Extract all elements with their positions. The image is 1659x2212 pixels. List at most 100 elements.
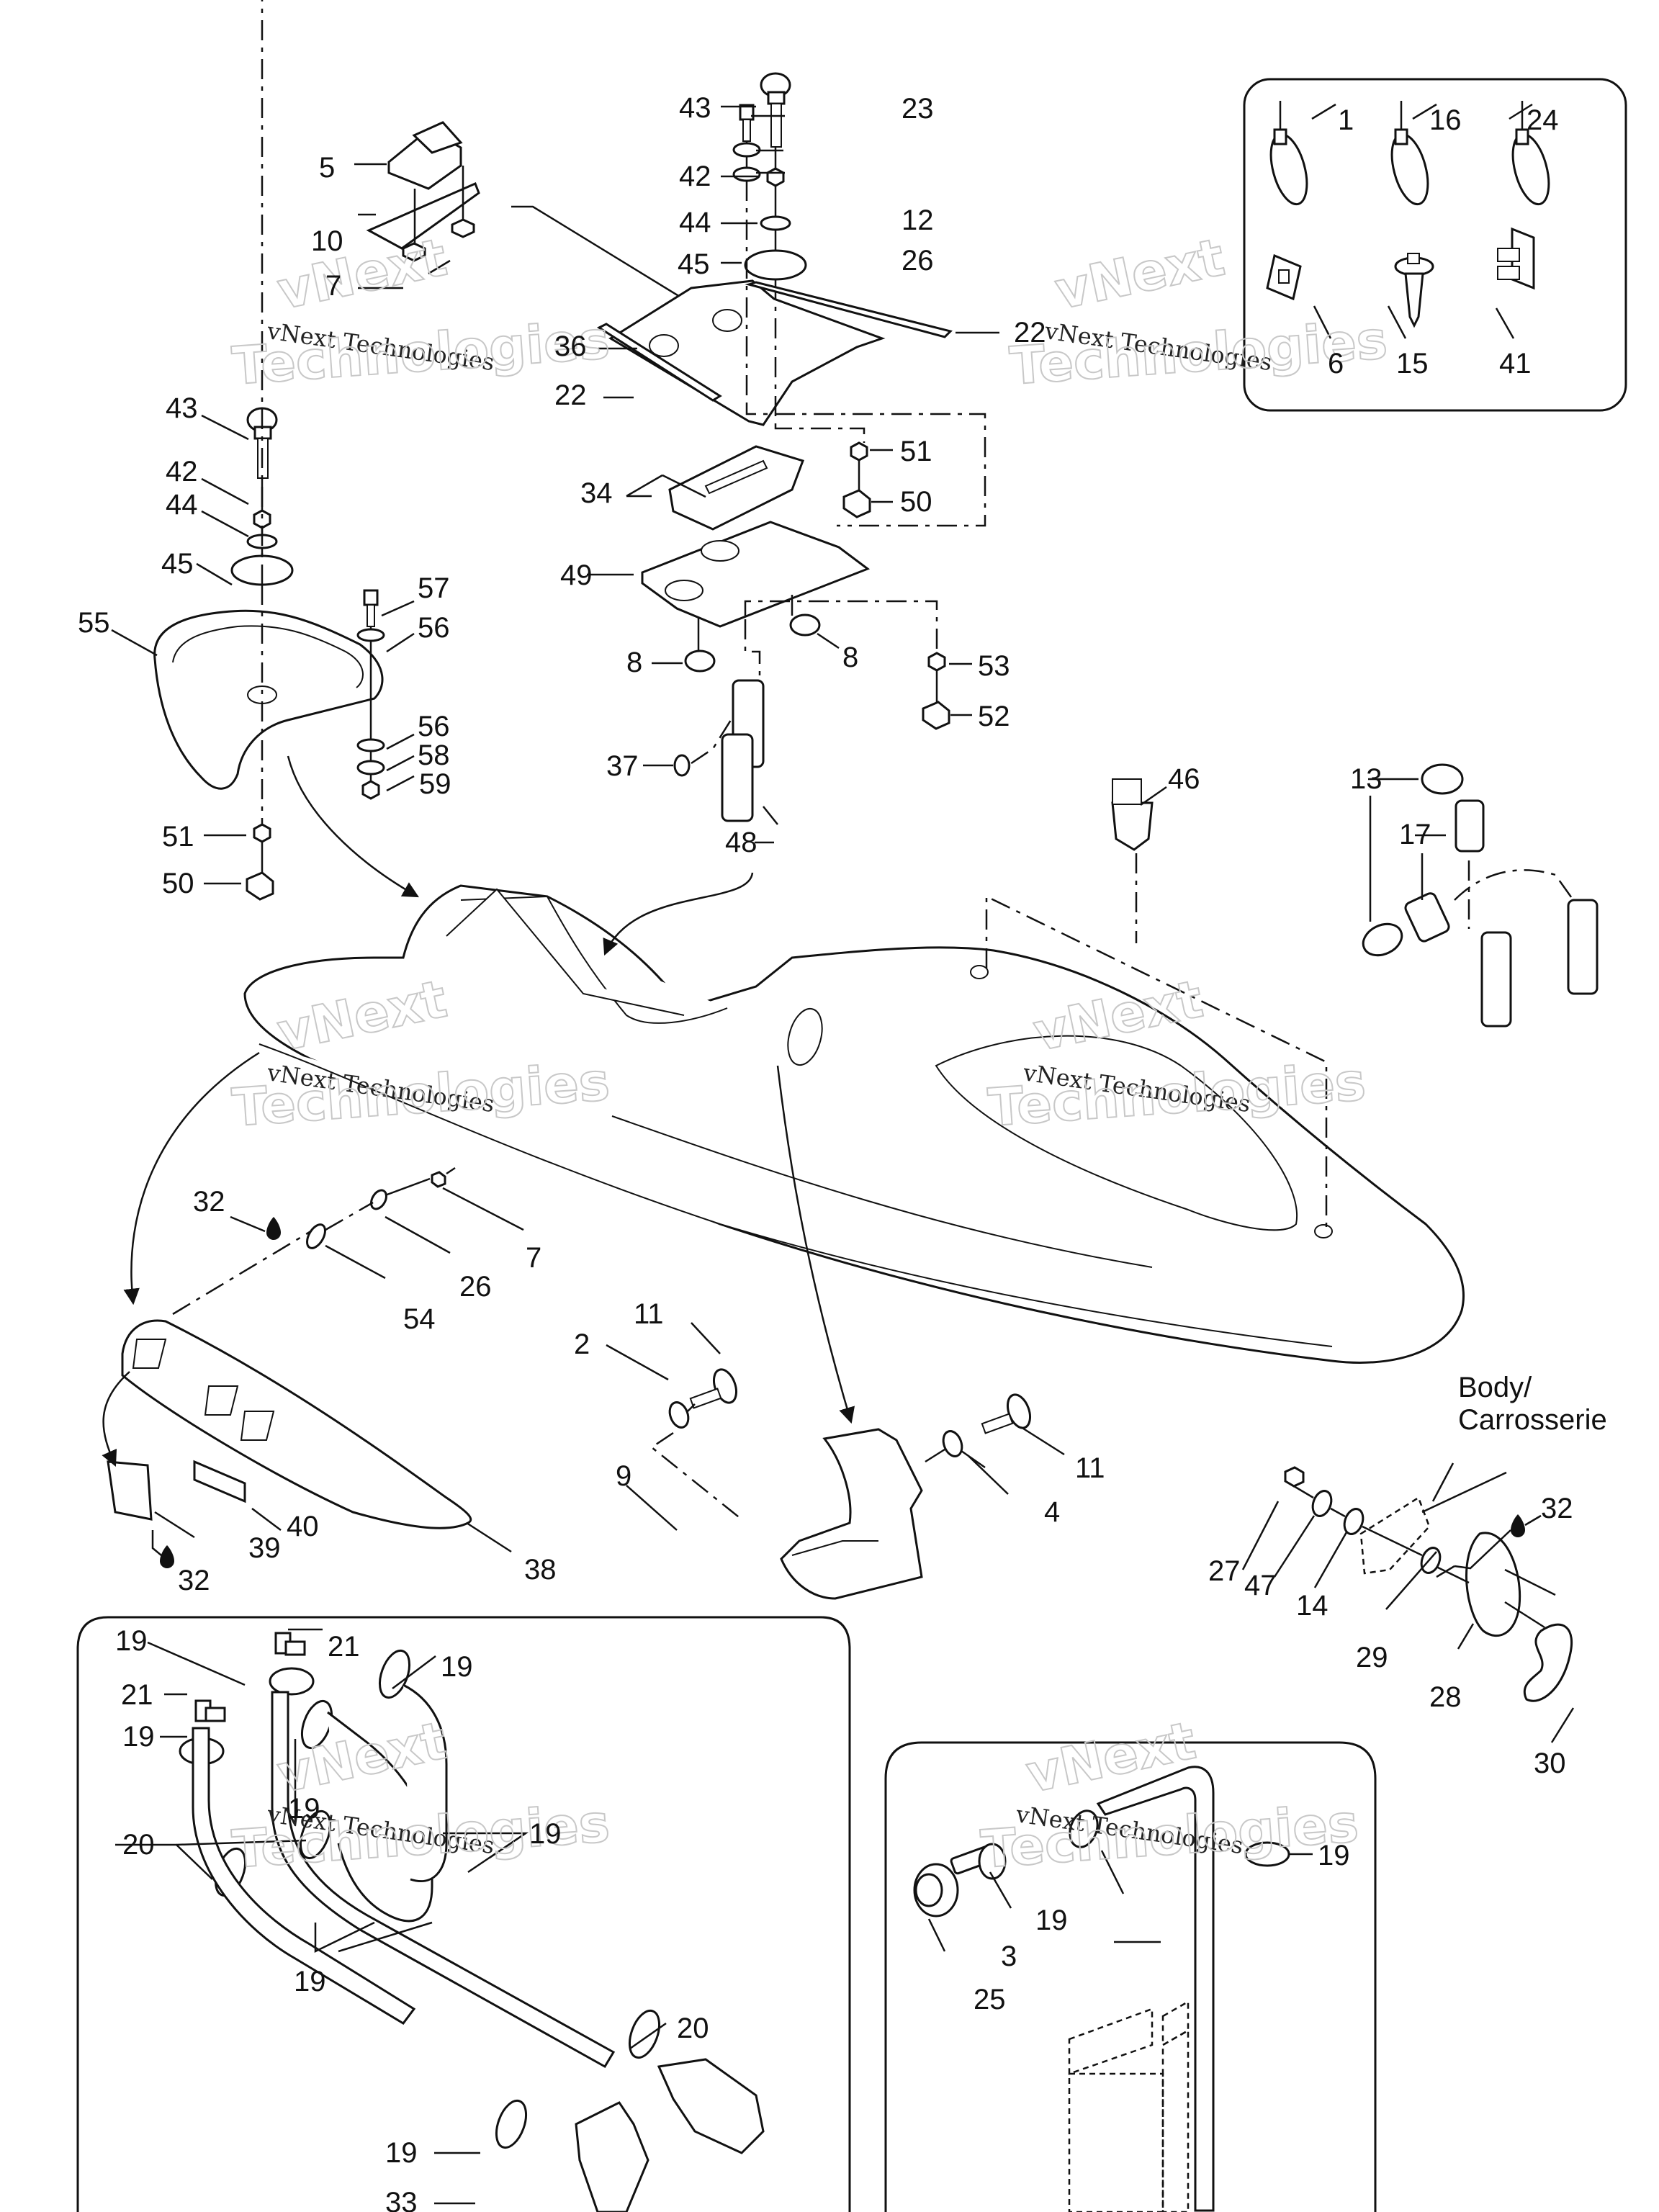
hose-17-side: [1404, 892, 1450, 943]
callout-label[interactable]: 57: [418, 572, 450, 604]
callout-label[interactable]: 5: [319, 152, 335, 184]
rail-22-left: [596, 323, 722, 402]
callout-label[interactable]: 22: [554, 379, 587, 411]
callout-label[interactable]: 44: [166, 489, 198, 521]
callout-label[interactable]: 43: [166, 392, 198, 424]
callout-label[interactable]: 34: [580, 477, 613, 509]
callout-label[interactable]: 19: [122, 1721, 155, 1753]
callout-label[interactable]: 7: [526, 1242, 541, 1274]
callout-label[interactable]: 2: [574, 1328, 590, 1360]
nut-51: [850, 441, 868, 462]
callout-label[interactable]: 33: [385, 2187, 418, 2212]
callout-label[interactable]: 10: [311, 225, 343, 257]
callout-label[interactable]: 49: [560, 559, 593, 591]
callout-label[interactable]: 19: [288, 1793, 320, 1825]
callout-label[interactable]: 24: [1527, 104, 1559, 136]
callout-label[interactable]: 54: [403, 1303, 436, 1335]
callout-label[interactable]: 22: [1014, 317, 1046, 349]
callout-label[interactable]: 43: [679, 92, 711, 124]
callout-label[interactable]: 3: [1001, 1941, 1017, 1972]
callout-label[interactable]: 27: [1208, 1555, 1241, 1587]
hose-20-left: [192, 1727, 416, 2025]
callout-label[interactable]: 51: [900, 436, 932, 467]
callout-label[interactable]: 42: [166, 456, 198, 487]
callout-label[interactable]: 16: [1429, 104, 1462, 136]
callout-label[interactable]: 8: [842, 642, 858, 673]
vent-assembly: [1111, 763, 1599, 1028]
hose-17-top: [1455, 799, 1485, 853]
callout-label[interactable]: 32: [1541, 1493, 1573, 1524]
callout-label[interactable]: 19: [1318, 1840, 1350, 1871]
callout-label[interactable]: 7: [325, 270, 341, 302]
callout-label[interactable]: 52: [978, 701, 1010, 732]
callout-label[interactable]: 21: [121, 1679, 153, 1711]
callout-label[interactable]: 15: [1396, 348, 1429, 379]
callout-label[interactable]: 23: [902, 93, 934, 125]
callout-label[interactable]: 38: [524, 1554, 557, 1586]
callout-label[interactable]: 45: [161, 548, 194, 580]
callout-label[interactable]: 19: [529, 1818, 562, 1850]
callout-label[interactable]: 9: [616, 1460, 631, 1492]
callout-label[interactable]: 59: [419, 768, 451, 800]
washer-26: [732, 166, 761, 182]
callout-label[interactable]: 58: [418, 739, 450, 771]
callout-label[interactable]: 19: [115, 1625, 148, 1657]
callout-label[interactable]: 25: [974, 1984, 1006, 2015]
callout-label[interactable]: 12: [902, 204, 934, 236]
callout-label[interactable]: 8: [626, 647, 642, 678]
hose-17-bottom-right: [1567, 899, 1599, 995]
pad-40: [193, 1460, 246, 1503]
callout-label[interactable]: 53: [978, 650, 1010, 682]
hose-clamps-19: [179, 1649, 661, 2149]
callout-label[interactable]: 1: [1338, 104, 1354, 136]
callout-label[interactable]: 17: [1399, 819, 1431, 850]
callout-label[interactable]: 20: [122, 1829, 155, 1861]
step-assembly: [606, 1322, 1065, 1600]
storage-tray-assembly: [587, 521, 972, 844]
clamp-19-a: [269, 1667, 315, 1696]
callout-label[interactable]: 19: [385, 2137, 418, 2169]
callout-label[interactable]: 6: [1328, 348, 1344, 379]
elbow-fittings: [194, 1632, 306, 1722]
callout-label[interactable]: 26: [459, 1271, 492, 1303]
callout-label[interactable]: 44: [679, 207, 711, 238]
clamp-19-h: [495, 2099, 528, 2149]
callout-label[interactable]: 14: [1296, 1590, 1328, 1622]
callout-label[interactable]: 13: [1350, 763, 1382, 795]
callout-label[interactable]: 19: [441, 1651, 473, 1683]
callout-label[interactable]: 29: [1356, 1642, 1388, 1673]
callout-label[interactable]: 42: [679, 161, 711, 192]
callout-label[interactable]: 36: [554, 331, 587, 362]
callout-label[interactable]: 48: [725, 827, 757, 858]
callout-label[interactable]: 20: [677, 2013, 709, 2044]
callout-label[interactable]: 11: [634, 1298, 664, 1330]
step-9: [780, 1428, 923, 1600]
callout-label[interactable]: 19: [1035, 1905, 1068, 1936]
callout-label[interactable]: 56: [418, 612, 450, 644]
callout-label[interactable]: 39: [248, 1532, 281, 1564]
callout-label[interactable]: 46: [1168, 763, 1200, 795]
callout-label[interactable]: 51: [162, 821, 194, 853]
callout-label[interactable]: 45: [678, 248, 710, 280]
callout-label[interactable]: 28: [1429, 1681, 1462, 1713]
callout-label[interactable]: 37: [606, 750, 639, 782]
callout-label[interactable]: 11: [1075, 1452, 1105, 1484]
callout-labels: 43 42 44 45 23 12 26 5 10 7 36 22 22 34 …: [78, 92, 1573, 2212]
pad-and-nuts: [626, 441, 893, 531]
callout-label[interactable]: 32: [178, 1565, 210, 1596]
callout-label[interactable]: 26: [902, 245, 934, 276]
callout-label[interactable]: 56: [418, 711, 450, 742]
pad-34: [668, 445, 804, 531]
callout-label[interactable]: 50: [900, 486, 932, 518]
callout-label[interactable]: 47: [1244, 1570, 1277, 1601]
callout-label[interactable]: 19: [294, 1966, 326, 1997]
callout-label[interactable]: 41: [1499, 348, 1532, 379]
callout-label[interactable]: 32: [193, 1186, 225, 1218]
callout-label[interactable]: 21: [328, 1631, 360, 1663]
callout-label[interactable]: 55: [78, 607, 110, 639]
hose-48-left: [721, 733, 754, 822]
callout-label[interactable]: 40: [287, 1511, 319, 1542]
callout-label[interactable]: 50: [162, 868, 194, 899]
callout-label[interactable]: 4: [1044, 1496, 1060, 1528]
callout-label[interactable]: 30: [1534, 1748, 1566, 1779]
